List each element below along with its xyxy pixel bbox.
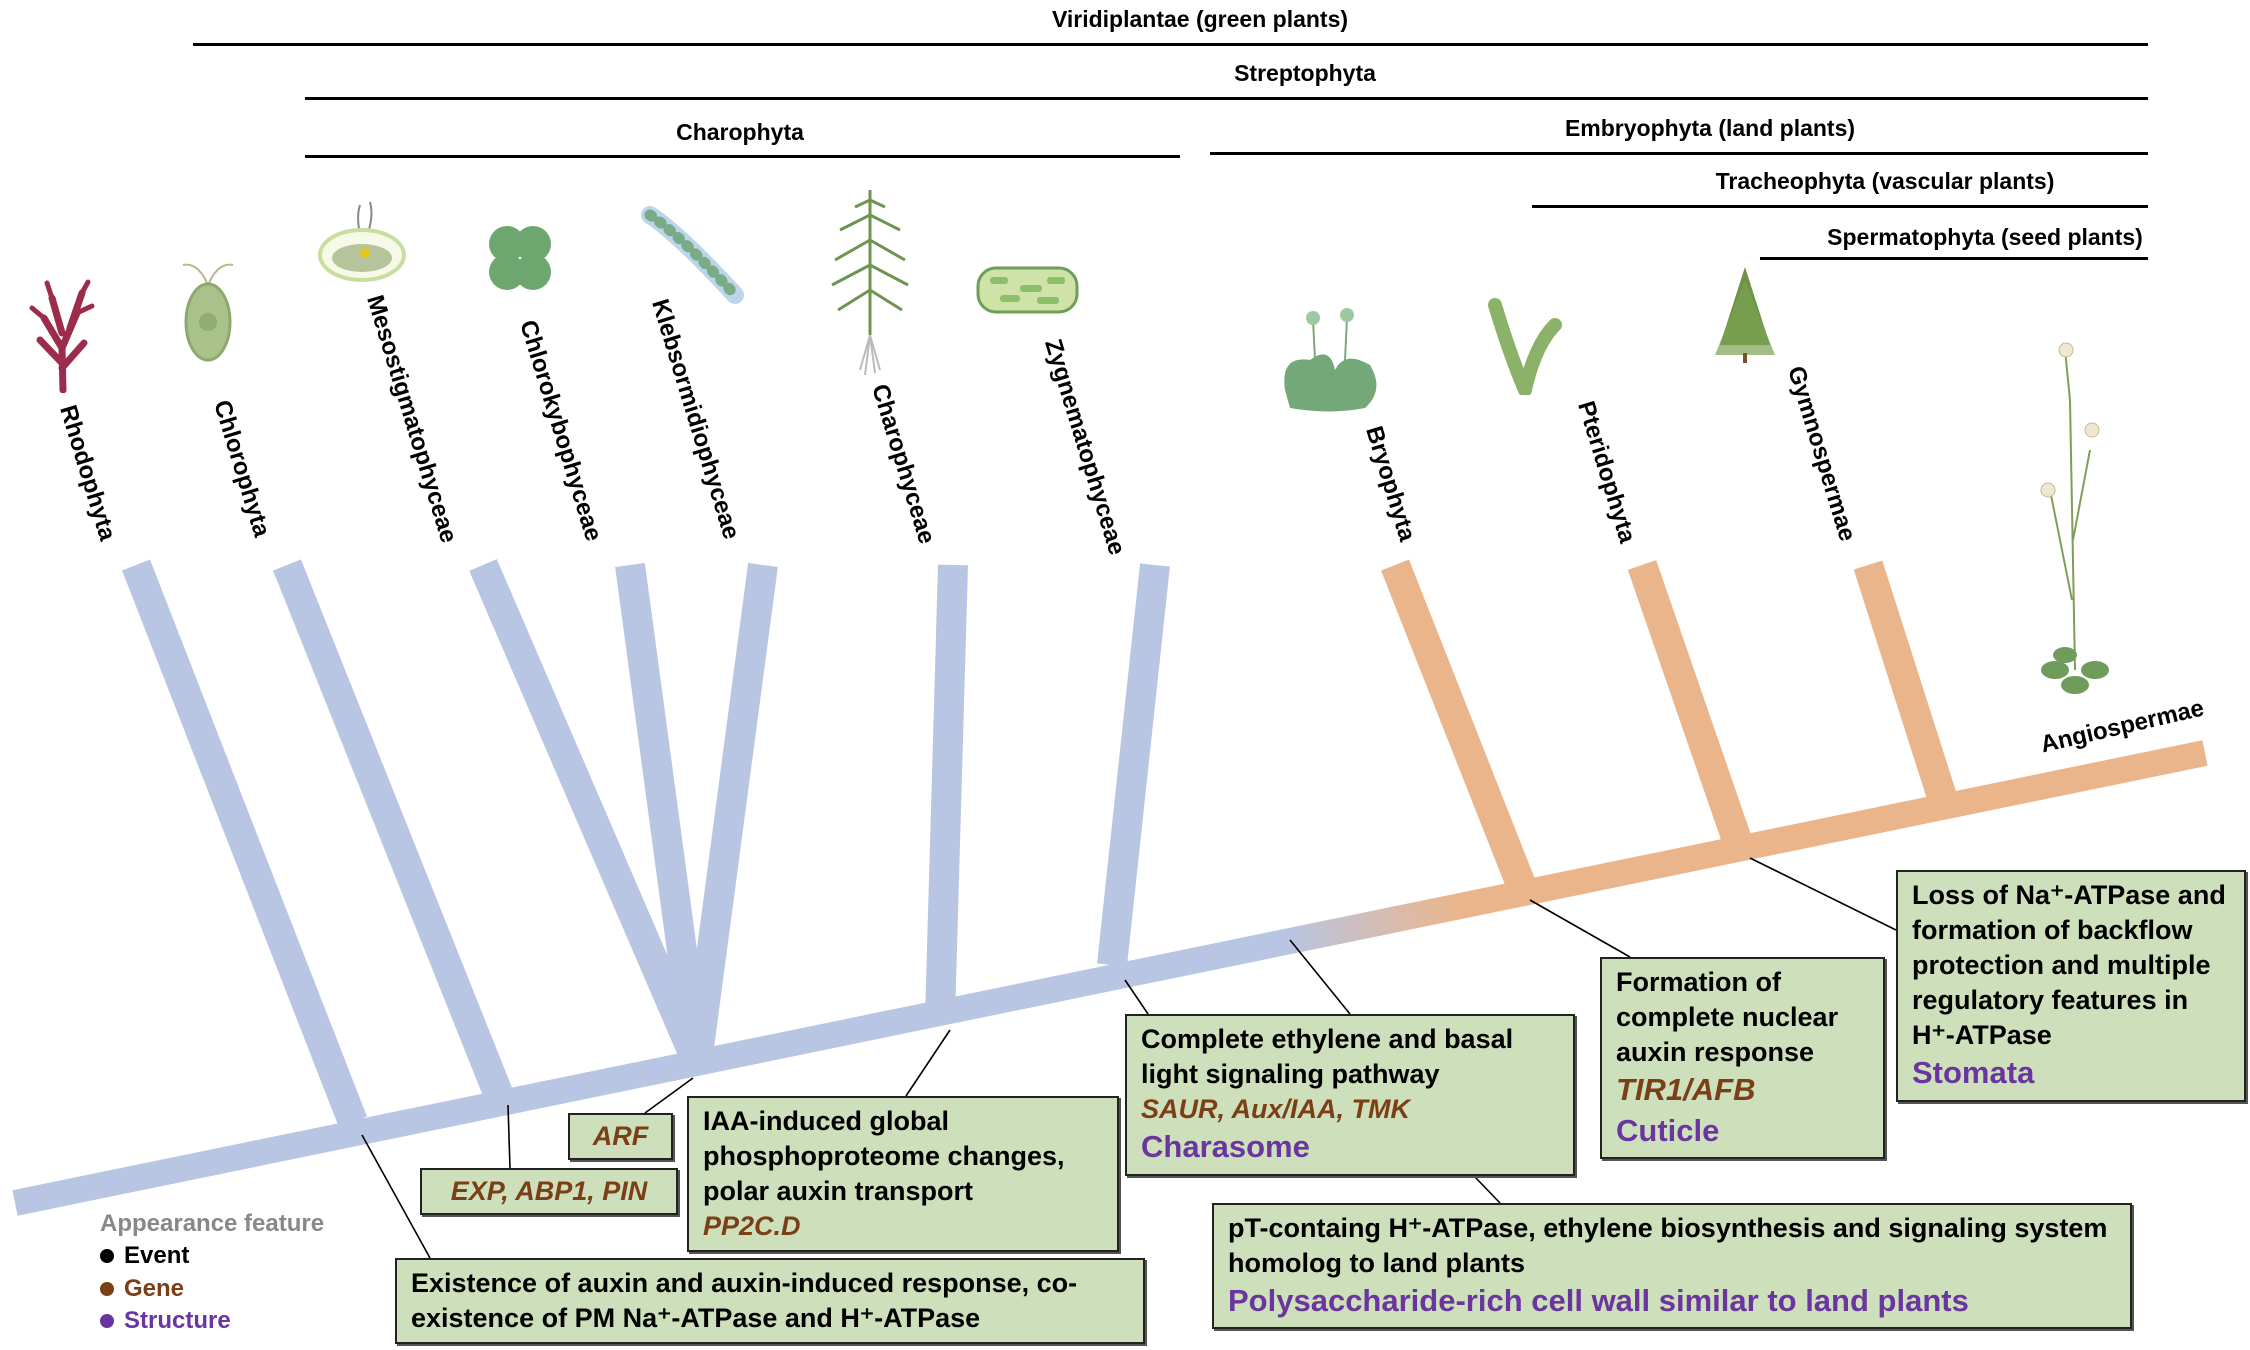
- structure-text: Stomata: [1912, 1055, 2035, 1091]
- legend-label: Gene: [124, 1274, 185, 1302]
- bullet-icon: [100, 1281, 114, 1296]
- lycophyte-icon: [1488, 298, 1562, 395]
- clade-label-viridiplantae: Viridiplantae (green plants): [1051, 6, 1349, 32]
- branch-rhodophyta: [122, 559, 367, 1128]
- conifer-tree-icon: [1715, 267, 1775, 363]
- annotation-nuclear-auxin: Formation of complete nuclear auxin resp…: [1600, 957, 1885, 1159]
- connector-line: [361, 1134, 431, 1259]
- event-text: IAA-induced global phosphoproteome chang…: [703, 1106, 1065, 1207]
- connector-line: [1474, 1176, 1501, 1204]
- annotation-auxin-existence: Existence of auxin and auxin-induced res…: [395, 1258, 1145, 1345]
- event-text: Formation of complete nuclear auxin resp…: [1616, 967, 1839, 1068]
- event-text: Loss of Na⁺-ATPase and formation of back…: [1912, 880, 2226, 1051]
- bullet-icon: [100, 1314, 114, 1329]
- clade-bar-embryophyta: [1210, 152, 2148, 155]
- connector-line: [1749, 857, 1897, 931]
- branch-klebsormidiophyceae: [682, 563, 778, 1064]
- annotation-ethylene-light: Complete ethylene and basal light signal…: [1125, 1014, 1575, 1176]
- tree-trunk: [12, 740, 2208, 1216]
- branch-pteridophyta: [1627, 560, 1753, 848]
- clade-label-embryophyta: Embryophyta (land plants): [1564, 115, 1856, 141]
- gene-text: ARF: [592, 1121, 649, 1151]
- event-text: Existence of auxin and auxin-induced res…: [411, 1268, 1078, 1334]
- gene-text: SAUR, Aux/IAA, TMK: [1141, 1094, 1410, 1125]
- branch-zygnematophyceae: [1097, 563, 1170, 967]
- mesostigma-cell-icon: [318, 201, 406, 282]
- gene-text: TIR1/AFB: [1616, 1072, 1756, 1108]
- connector-line: [1289, 939, 1351, 1015]
- legend-item-structure: Structure: [100, 1305, 324, 1337]
- legend-label: Structure: [124, 1307, 231, 1335]
- annotation-pt-h-atpase: pT-containg H⁺-ATPase, ethylene biosynth…: [1212, 1203, 2132, 1330]
- arabidopsis-icon: [2040, 342, 2109, 694]
- branch-bryophyta: [1381, 559, 1536, 893]
- branch-charophyceae: [925, 564, 968, 1019]
- annotation-na-atpase-loss: Loss of Na⁺-ATPase and formation of back…: [1896, 870, 2246, 1102]
- clade-bar-charophyta: [305, 155, 1180, 158]
- branch-chlorophyta: [273, 559, 512, 1099]
- annotation-arf: ARF: [568, 1113, 673, 1161]
- branch-mesostigmatophyceae: [469, 559, 711, 1068]
- red-algae-icon: [29, 279, 95, 393]
- gene-text: PP2C.D: [703, 1211, 801, 1242]
- annotation-exp-abp1-pin: EXP, ABP1, PIN: [420, 1168, 678, 1216]
- clade-bar-streptophyta: [305, 97, 2148, 100]
- zygnema-cell-icon: [976, 266, 1079, 314]
- connector-line: [1529, 899, 1631, 958]
- connector-line: [1124, 979, 1149, 1015]
- clade-label-tracheophyta: Tracheophyta (vascular plants): [1715, 168, 2055, 194]
- branch-gymnospermae: [1853, 560, 1958, 805]
- clade-bar-viridiplantae: [193, 43, 2148, 46]
- legend: Appearance feature Event Gene Structure: [100, 1208, 324, 1338]
- connector-line: [644, 1077, 694, 1114]
- clade-label-streptophyta: Streptophyta: [1234, 60, 1376, 86]
- legend-label: Event: [124, 1242, 190, 1270]
- connector-line: [905, 1029, 951, 1097]
- structure-text: Polysaccharide-rich cell wall similar to…: [1228, 1283, 1969, 1319]
- clade-bar-spermatophyta: [1760, 257, 2148, 260]
- clade-label-spermatophyta: Spermatophyta (seed plants): [1827, 224, 2143, 250]
- filament-algae-icon: [641, 206, 744, 304]
- legend-item-event: Event: [100, 1240, 324, 1272]
- annotation-iaa-phospho: IAA-induced global phosphoproteome chang…: [687, 1096, 1119, 1253]
- liverwort-icon: [1284, 308, 1377, 412]
- legend-item-gene: Gene: [100, 1273, 324, 1305]
- connector-line: [507, 1104, 511, 1169]
- structure-text: Charasome: [1141, 1129, 1310, 1165]
- structure-text: Cuticle: [1616, 1112, 1720, 1148]
- clade-label-charophyta: Charophyta: [676, 119, 804, 145]
- chara-plant-icon: [831, 190, 909, 376]
- branch-chlorokybophyceae: [615, 562, 712, 1065]
- event-text: Complete ethylene and basal light signal…: [1141, 1024, 1514, 1090]
- chlamydomonas-icon: [182, 263, 234, 362]
- event-text: pT-containg H⁺-ATPase, ethylene biosynth…: [1228, 1213, 2108, 1279]
- bullet-icon: [100, 1249, 114, 1264]
- gene-text: EXP, ABP1, PIN: [450, 1176, 648, 1206]
- chlorokybus-cluster-icon: [489, 226, 551, 290]
- legend-title: Appearance feature: [100, 1210, 325, 1237]
- clade-bar-tracheophyta: [1532, 205, 2148, 208]
